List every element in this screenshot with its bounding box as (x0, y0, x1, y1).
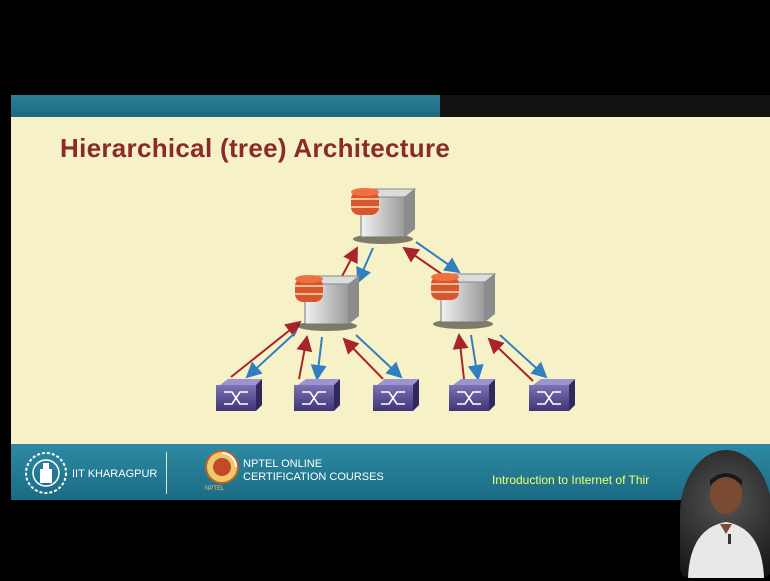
header-band-dark (440, 95, 770, 117)
footer-band (11, 444, 770, 500)
presenter-figure-icon (688, 473, 764, 578)
server-icon-mid-right (431, 273, 497, 329)
switch-icon-5 (529, 379, 575, 411)
slide-title: Hierarchical (tree) Architecture (60, 133, 451, 163)
nptel-line-2: CERTIFICATION COURSES (243, 471, 384, 483)
switch-icon-1 (216, 379, 262, 411)
arrows-left-children (230, 320, 403, 381)
nptel-line-1: NPTEL ONLINE (243, 458, 323, 470)
header-band (11, 95, 471, 117)
tree-diagram (216, 188, 575, 411)
course-title: Introduction to Internet of Thir (492, 473, 650, 487)
switch-icon-3 (373, 379, 419, 411)
iit-kharagpur-logo-icon (25, 452, 67, 494)
switch-icon-2 (294, 379, 340, 411)
arrows-root-right (402, 241, 461, 276)
arrows-right-children (452, 333, 548, 382)
server-icon-root (351, 188, 417, 244)
presenter-video-thumbnail (680, 450, 770, 578)
footer-divider (166, 452, 167, 494)
server-icon-mid-left (295, 275, 361, 331)
nptel-logo-text: NPTEL (205, 486, 225, 492)
institute-name: IIT KHARAGPUR (72, 468, 158, 480)
nptel-logo-icon (205, 450, 239, 484)
switch-icon-4 (449, 379, 495, 411)
